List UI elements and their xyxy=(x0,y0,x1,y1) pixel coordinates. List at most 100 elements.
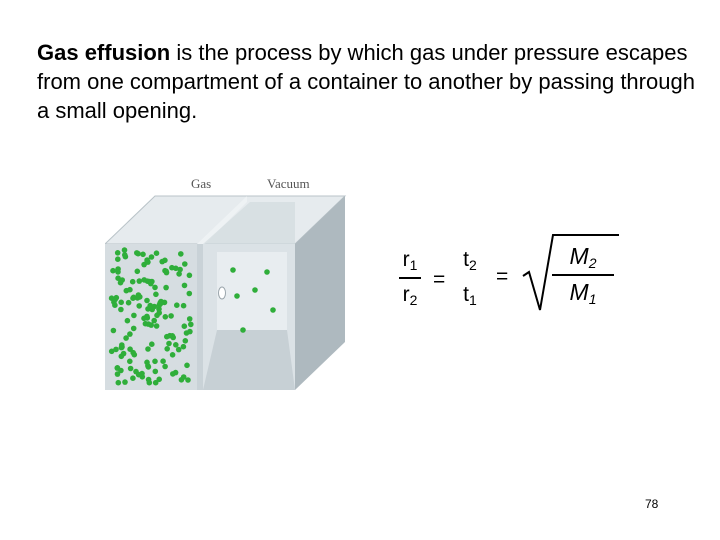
gas-particle xyxy=(141,277,147,283)
gas-particle xyxy=(144,298,150,304)
gas-particle xyxy=(174,302,180,308)
gas-particle xyxy=(160,358,166,364)
gas-particle xyxy=(126,300,132,306)
gas-particle xyxy=(164,346,170,352)
definition-text: Gas effusion is the process by which gas… xyxy=(37,38,697,125)
opening-hole xyxy=(219,287,226,299)
term-gas-effusion: Gas effusion xyxy=(37,40,170,65)
gas-particle xyxy=(187,329,193,335)
gas-particle xyxy=(110,268,116,274)
vacuum-label: Vacuum xyxy=(267,176,310,192)
gas-particle xyxy=(182,323,188,329)
gas-particle xyxy=(170,371,176,377)
gas-particle xyxy=(176,347,182,353)
gas-particle xyxy=(137,278,143,284)
gas-particle xyxy=(131,313,137,319)
molar-mass-fraction: M2 M1 xyxy=(552,243,614,307)
gas-particle xyxy=(173,266,179,272)
gas-particle xyxy=(113,347,119,353)
container-illustration xyxy=(105,172,355,394)
gas-particle xyxy=(144,259,150,265)
gas-particle xyxy=(158,299,164,305)
gas-particle xyxy=(124,288,130,294)
gas-particle xyxy=(118,368,124,374)
gas-particle xyxy=(149,341,155,347)
gas-particle xyxy=(167,333,173,339)
gas-particle xyxy=(154,250,160,256)
gas-particle xyxy=(170,352,176,358)
gas-particle xyxy=(162,364,168,370)
vacuum-particle xyxy=(252,287,258,293)
gas-particle xyxy=(130,279,136,285)
vacuum-particle xyxy=(234,293,240,299)
gas-particle xyxy=(125,318,131,324)
gas-particle xyxy=(164,270,170,276)
gas-particle xyxy=(119,342,125,348)
gas-particle xyxy=(183,338,189,344)
gas-particle xyxy=(122,252,128,258)
gas-particle xyxy=(182,261,188,267)
rate-fraction-bar xyxy=(399,277,421,279)
gas-particle xyxy=(181,374,187,380)
gas-particle xyxy=(122,247,128,253)
effusion-diagram: Gas Vacuum xyxy=(105,172,355,394)
gas-particle xyxy=(136,292,142,298)
gas-particle xyxy=(181,344,187,350)
gas-particle xyxy=(153,292,159,298)
gas-particle xyxy=(153,369,159,375)
equals-sign-1: = xyxy=(433,268,445,292)
gas-particle xyxy=(127,346,133,352)
gas-particle xyxy=(147,380,153,386)
gas-particle xyxy=(118,300,124,306)
gas-particle xyxy=(115,275,121,281)
gas-particle xyxy=(168,313,174,319)
vacuum-particle xyxy=(264,269,270,275)
gas-particle xyxy=(130,375,136,381)
gas-particle xyxy=(127,359,133,365)
gas-particle xyxy=(187,316,193,322)
gas-particle xyxy=(184,363,190,369)
gas-particle xyxy=(115,266,121,272)
gas-particle xyxy=(139,371,145,377)
gas-particle xyxy=(156,310,162,316)
gas-particle xyxy=(131,295,137,301)
gas-particle xyxy=(131,326,137,332)
gas-particle xyxy=(178,251,184,257)
gas-particle xyxy=(115,250,121,256)
gas-particle xyxy=(135,269,141,275)
gas-particle xyxy=(166,341,172,347)
gas-particle xyxy=(140,252,146,258)
gas-particle xyxy=(148,281,154,287)
gas-particle xyxy=(163,314,169,320)
equals-sign-2: = xyxy=(496,265,508,289)
gas-particle xyxy=(136,303,142,309)
gas-particle xyxy=(145,363,151,369)
gas-particle xyxy=(128,366,134,372)
gas-particle xyxy=(127,331,133,337)
gas-particle xyxy=(159,259,165,265)
gas-particle xyxy=(181,303,187,309)
gas-particle xyxy=(111,328,117,334)
gas-particle xyxy=(187,273,193,279)
gas-particle xyxy=(173,342,179,348)
gas-particle xyxy=(149,307,155,313)
gas-particle xyxy=(176,271,182,277)
page-number: 78 xyxy=(645,497,658,511)
gas-label: Gas xyxy=(191,176,211,192)
gas-particle xyxy=(152,359,158,365)
gas-particle xyxy=(188,322,194,328)
gas-particle xyxy=(135,251,141,257)
gas-particle xyxy=(111,299,117,305)
gas-particle xyxy=(118,307,124,313)
gas-particle xyxy=(141,316,147,322)
gas-particle xyxy=(182,283,188,289)
gas-particle xyxy=(163,285,169,291)
vacuum-particle xyxy=(270,307,276,313)
gas-particle xyxy=(146,321,152,327)
gas-particle xyxy=(122,379,128,385)
gas-particle xyxy=(154,323,160,329)
gas-particle xyxy=(152,285,158,291)
rate-fraction: r1 r2 xyxy=(399,248,421,308)
gas-particle xyxy=(115,256,121,262)
gas-particle xyxy=(151,318,157,324)
